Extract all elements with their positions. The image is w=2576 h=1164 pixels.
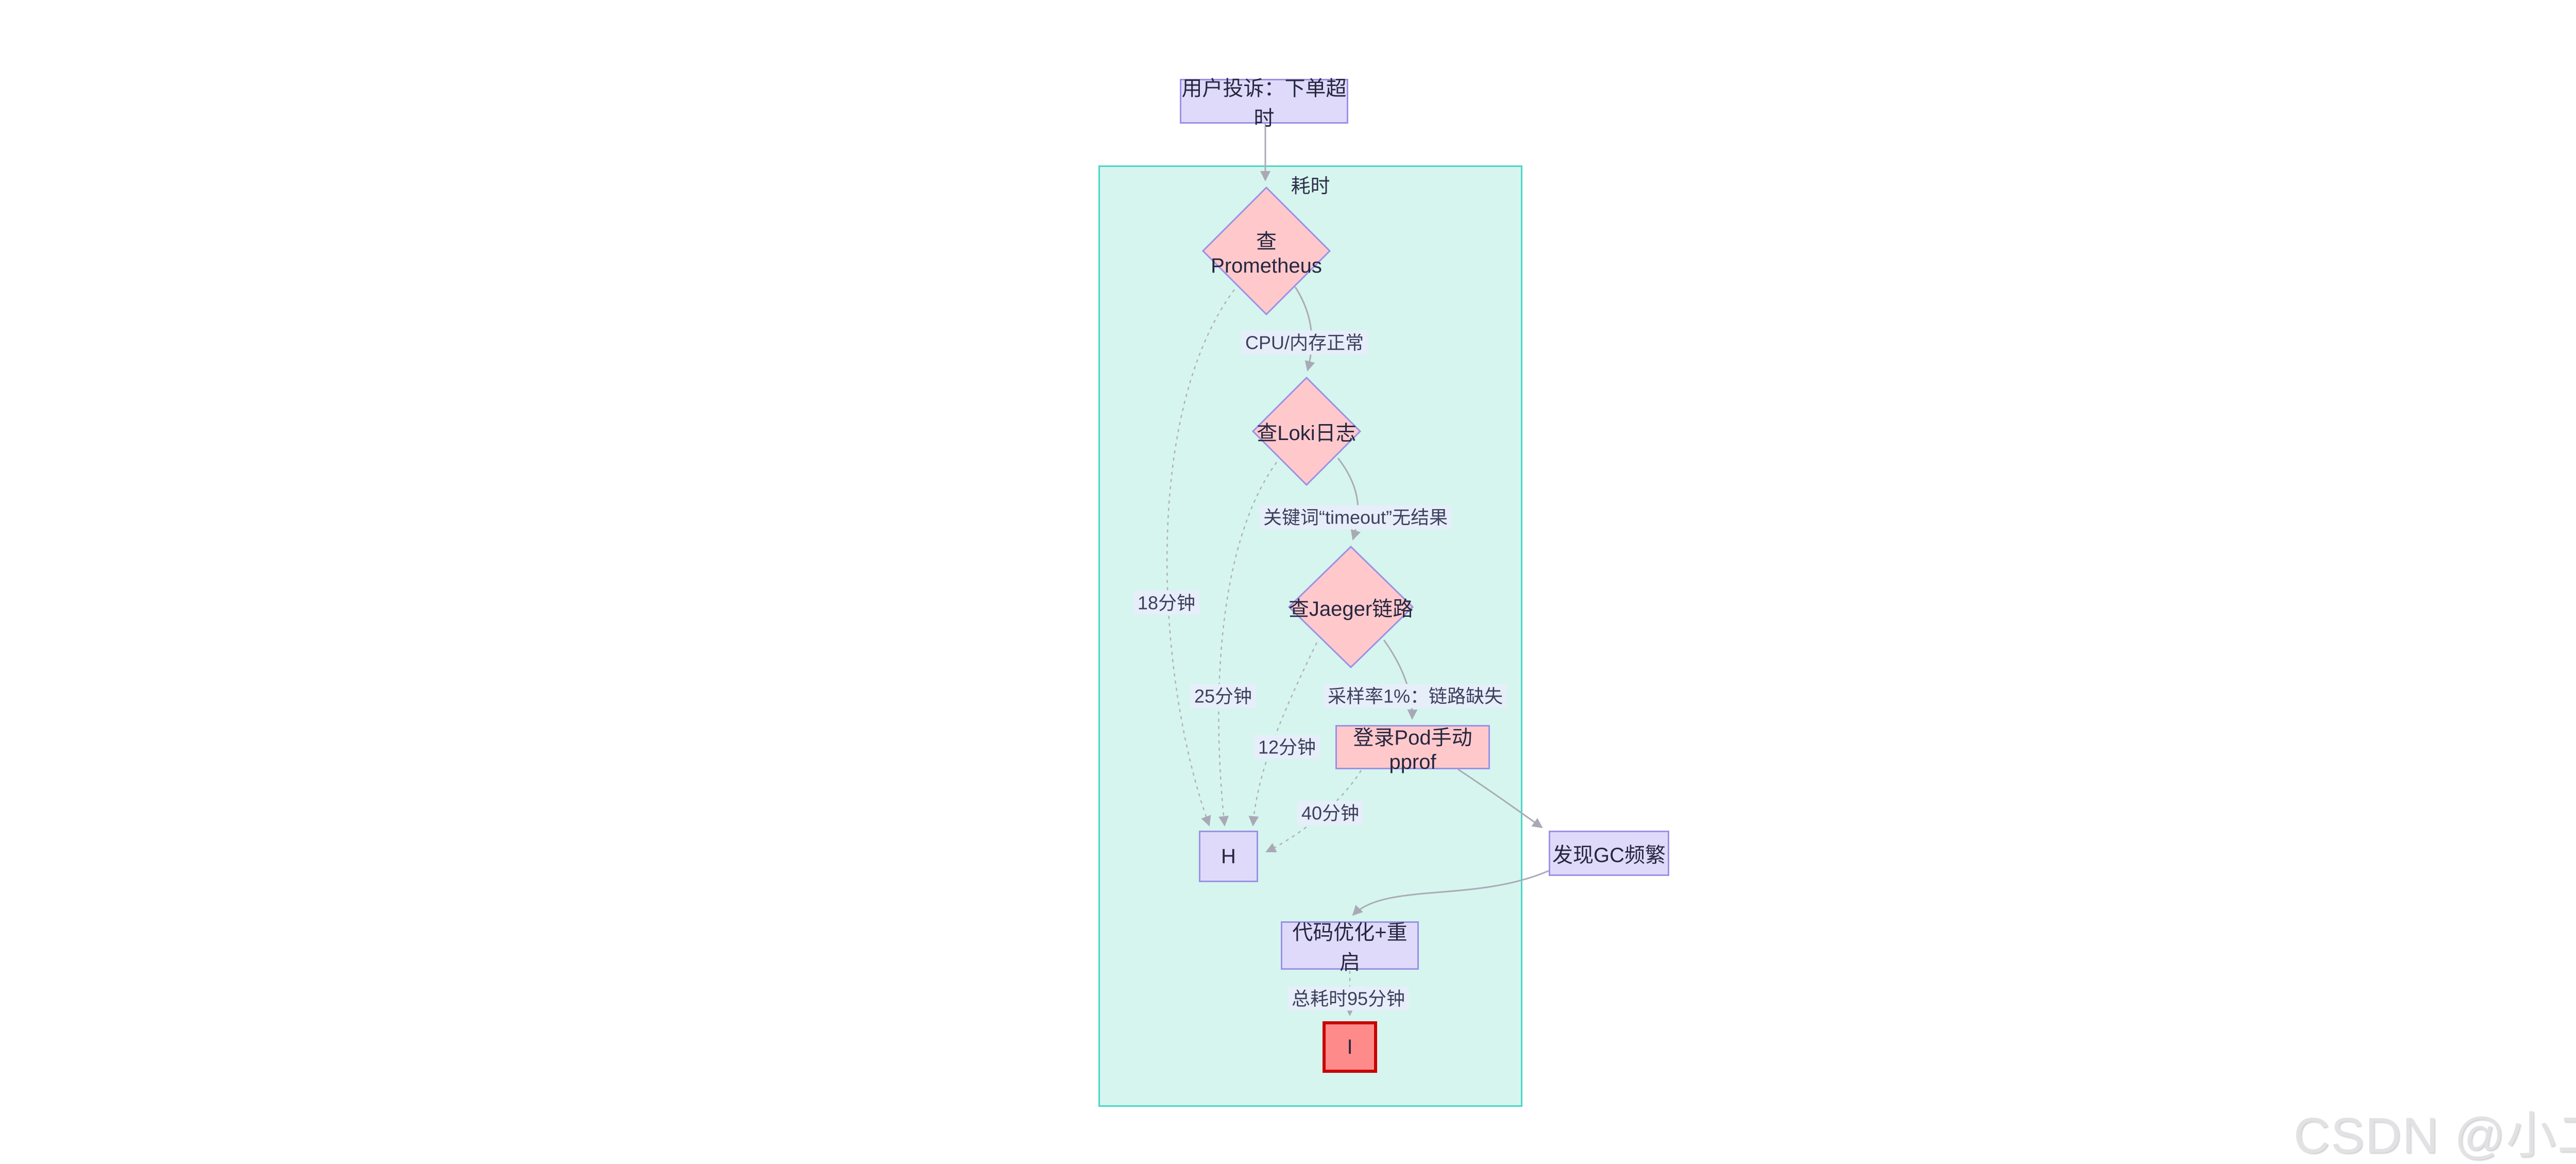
edge-label-sampling-rate-missing: 采样率1%：链路缺失: [1323, 684, 1507, 708]
node-label: 查Jaeger链路: [1288, 598, 1414, 620]
diamond-shape: [1252, 377, 1361, 486]
edge-gc-to-fix: [1352, 870, 1549, 916]
node-code-fix-restart: 代码优化+重启: [1281, 921, 1419, 974]
node-label: 查Loki日志: [1257, 422, 1357, 445]
node-manual-pprof: 登录Pod手动pprof: [1335, 725, 1490, 773]
edge-label-25min: 25分钟: [1190, 684, 1257, 708]
edge-pprof-to-gc: [1458, 768, 1543, 829]
edge-loki-to-jaeger: [1337, 458, 1361, 541]
node-check-loki-logs: 查Loki日志: [1252, 377, 1361, 486]
edge-label-12min: 12分钟: [1253, 735, 1320, 760]
diamond-shape: [1288, 546, 1414, 668]
node-check-prometheus: 查Prometheus: [1202, 187, 1331, 315]
node-label: I: [1347, 1035, 1353, 1058]
edge-label-40min: 40分钟: [1297, 801, 1364, 825]
node-h: H: [1199, 831, 1258, 882]
node-label: 发现GC频繁: [1552, 844, 1666, 867]
edge-jaeger-to-h-12min: [1248, 642, 1318, 826]
node-found-frequent-gc: 发现GC频繁: [1549, 831, 1669, 876]
node-label: H: [1221, 845, 1236, 868]
edge-prometheus-to-h-18min: [1166, 289, 1235, 826]
node-label: 用户投诉：下单超时: [1181, 77, 1347, 130]
edge-label-cpu-memory-normal: CPU/内存正常: [1241, 330, 1368, 355]
subgraph-title: 耗时: [1291, 176, 1330, 197]
edge-label-timeout-no-result: 关键词“timeout”无结果: [1259, 505, 1452, 530]
csdn-watermark: CSDN @小二爱编程·: [2294, 1107, 2576, 1163]
edge-label-total-95min: 总耗时95分钟: [1287, 986, 1410, 1011]
edge-jaeger-to-pprof: [1383, 639, 1418, 720]
edge-label-18min: 18分钟: [1133, 591, 1200, 615]
node-label: 查Prometheus: [1211, 230, 1322, 277]
edge-loki-to-h-25min: [1218, 462, 1278, 826]
edge-pprof-to-h-40min: [1265, 770, 1362, 853]
node-label: 代码优化+重启: [1292, 921, 1408, 974]
node-label: 登录Pod手动pprof: [1353, 726, 1472, 773]
node-final: I: [1323, 1021, 1377, 1073]
node-check-jaeger-trace: 查Jaeger链路: [1288, 546, 1414, 668]
diamond-shape: [1202, 187, 1331, 315]
node-user-complaint: 用户投诉：下单超时: [1180, 77, 1348, 130]
